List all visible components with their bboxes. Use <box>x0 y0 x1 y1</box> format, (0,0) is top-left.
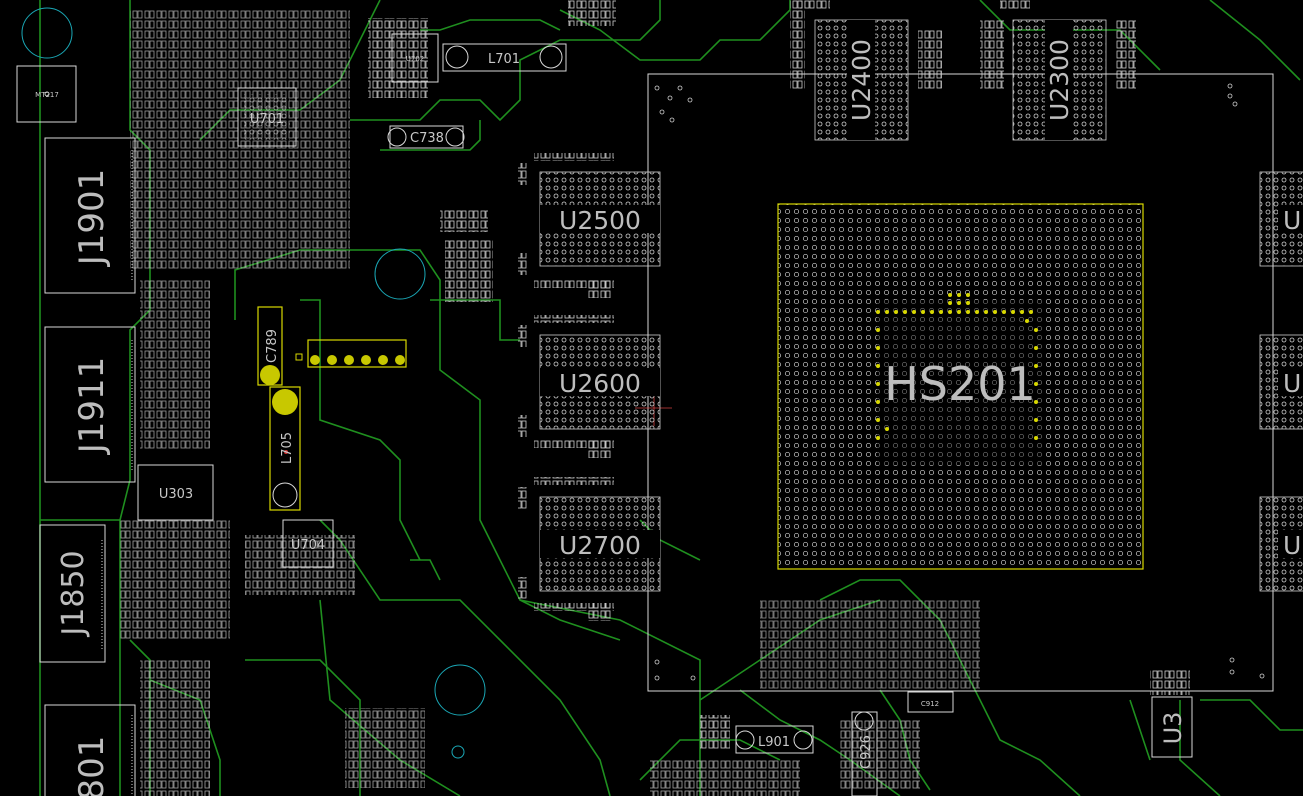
right-chip-label-3: U <box>1283 531 1301 560</box>
j1901-connector[interactable]: J1901 <box>44 137 136 294</box>
j1911-label: J1911 <box>72 357 112 456</box>
u2400-label: U2400 <box>847 39 876 121</box>
l901-inductor[interactable]: L901 <box>735 725 814 754</box>
right-edge-chips[interactable]: U U U <box>1259 171 1303 592</box>
u704-chip[interactable]: U704 <box>282 519 334 568</box>
c789-label: C789 <box>265 329 280 363</box>
c912-capacitor[interactable]: C912 <box>907 691 954 713</box>
c926-label: C926 <box>859 735 874 769</box>
u701-chip[interactable]: U701 <box>237 87 297 147</box>
u3-chip[interactable]: U3 <box>1151 696 1193 758</box>
u2700-label: U2700 <box>559 531 641 560</box>
highlighted-pins <box>876 293 1038 440</box>
u303-chip[interactable]: U303 <box>137 464 214 521</box>
highlighted-pad-row[interactable] <box>295 339 407 368</box>
mounting-holes <box>374 248 486 759</box>
u303-label: U303 <box>159 487 193 502</box>
u2500-chip[interactable]: U2500 <box>539 171 661 267</box>
u702-chip[interactable]: U702 <box>391 33 439 83</box>
mt217-mount[interactable]: MT217 <box>16 7 77 123</box>
j1850-connector[interactable]: J1850 <box>39 524 106 663</box>
right-chip-label-1: U <box>1283 206 1301 235</box>
c738-capacitor[interactable]: C738 <box>387 125 465 149</box>
l701-label: L701 <box>488 52 520 67</box>
u3-label: U3 <box>1159 712 1187 745</box>
j1801-connector[interactable]: 801 <box>44 704 136 796</box>
c738-label: C738 <box>410 131 444 146</box>
hs201-bga[interactable]: HS201 <box>777 203 1144 570</box>
u2600-label: U2600 <box>559 369 641 398</box>
passive-pads <box>120 0 1190 796</box>
right-chip-label-2: U <box>1283 369 1301 398</box>
l705-label: L705 <box>280 432 295 464</box>
j1901-label: J1901 <box>72 169 112 268</box>
corner-vias <box>654 83 1265 681</box>
c789-capacitor[interactable]: C789 <box>257 306 283 386</box>
u2700-chip[interactable]: U2700 <box>539 496 661 592</box>
c926-capacitor[interactable]: C926 <box>851 711 878 796</box>
l901-label: L901 <box>758 735 790 750</box>
u704-label: U704 <box>291 538 325 553</box>
j1911-connector[interactable]: J1911 <box>44 326 136 483</box>
u2300-chip[interactable]: U2300 <box>1012 19 1107 141</box>
l705-inductor[interactable]: L705 <box>269 386 301 511</box>
u701-label: U701 <box>250 112 284 127</box>
u2300-label: U2300 <box>1045 39 1074 121</box>
u2400-chip[interactable]: U2400 <box>814 19 909 141</box>
u702-label: U702 <box>406 55 424 63</box>
hs201-label: HS201 <box>884 357 1036 411</box>
j1850-label: J1850 <box>56 550 91 637</box>
u2500-label: U2500 <box>559 206 641 235</box>
c912-label: C912 <box>921 700 939 708</box>
l701-inductor[interactable]: L701 <box>442 43 567 72</box>
mt217-label: MT217 <box>35 91 59 99</box>
u2600-chip[interactable]: U2600 <box>539 334 661 430</box>
j1801-label: 801 <box>72 736 112 796</box>
